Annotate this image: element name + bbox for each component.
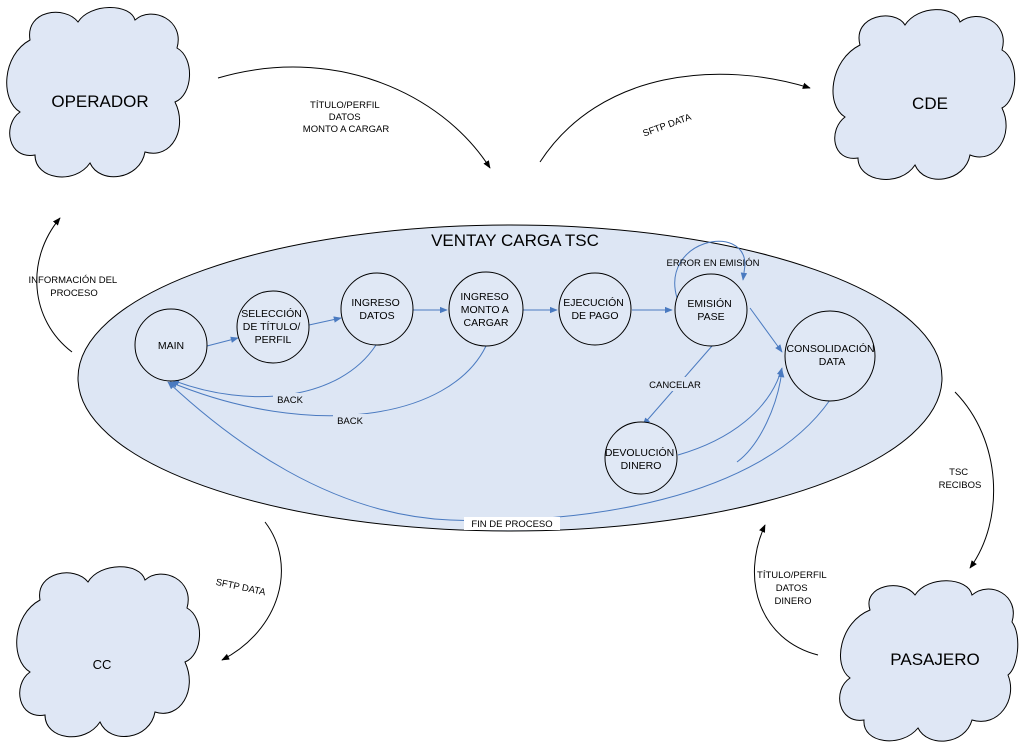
arrow-operador-to-process (217, 66, 491, 169)
cloud-cde: CDE (832, 9, 1016, 180)
arrow-process-to-cc (221, 521, 282, 661)
node-ingreso-monto: INGRESO MONTO A CARGAR (448, 271, 524, 347)
cloud-cc: CC (16, 566, 200, 738)
label-error-emision: ERROR EN EMISIÓN (667, 258, 760, 269)
svg-text:EJECUCIÓN DE PAGO: EJECUCIÓN DE PAGO (563, 296, 627, 322)
arrow-pasajero-to-process (753, 524, 819, 656)
label-process-to-pasajero: TSC RECIBOS (939, 467, 982, 491)
label-process-to-cc: SFTP DATA (215, 577, 268, 598)
svg-text:CONSOLIDACIÓN DATA: CONSOLIDACIÓN DATA (786, 342, 877, 368)
label-cancelar: CANCELAR (643, 377, 705, 391)
cloud-label-cc: CC (93, 657, 112, 672)
svg-text:INGRESO DATOS: INGRESO DATOS (351, 297, 402, 322)
arrow-fin-proceso (167, 381, 831, 522)
svg-text:MAIN: MAIN (158, 340, 184, 352)
label-back-1: BACK (273, 393, 307, 406)
svg-text:CANCELAR: CANCELAR (649, 380, 701, 391)
label-operador-to-process: TÍTULO/PERFIL DATOS MONTO A CARGAR (303, 100, 390, 135)
cloud-operador: OPERADOR (6, 7, 190, 178)
svg-text:INGRESO MONTO A CA: INGRESO MONTO A CARGAR (460, 291, 511, 329)
svg-text:BACK: BACK (277, 395, 304, 406)
node-ejecucion: EJECUCIÓN DE PAGO (558, 272, 632, 346)
process-title: VENTAY CARGA TSC (431, 231, 599, 250)
node-emision: EMISIÓN PASE (674, 273, 748, 347)
svg-text:FIN DE PROCESO: FIN DE PROCESO (471, 519, 552, 530)
node-consolidacion: CONSOLIDACIÓN DATA (784, 310, 877, 402)
label-process-to-cde: SFTP DATA (641, 112, 693, 140)
cloud-label-operador: OPERADOR (51, 92, 148, 111)
arrow-emision-to-consolidacion (749, 307, 783, 353)
arrow-seleccion-to-datos (308, 316, 342, 326)
arrow-back-monto (169, 345, 487, 417)
node-devolucion: DEVOLUCIÓN DINERO (604, 421, 678, 495)
arrow-process-to-operador (36, 217, 73, 353)
label-back-2: BACK (333, 414, 367, 427)
node-ingreso-datos: INGRESO DATOS (340, 272, 414, 346)
cloud-label-pasajero: PASAJERO (890, 650, 979, 669)
arrow-devolucion-to-consolidacion (677, 367, 784, 456)
arrow-emision-to-consolidacion-lower (736, 369, 785, 463)
svg-text:DEVOLUCIÓN DINERO: DEVOLUCIÓN DINERO (605, 446, 677, 472)
svg-text:SELECCIÓN DE TÍTULO/: SELECCIÓN DE TÍTULO/ PERFIL (241, 307, 305, 346)
arrow-process-to-cde (539, 73, 811, 163)
svg-text:BACK: BACK (337, 416, 364, 427)
cloud-label-cde: CDE (912, 94, 948, 113)
cloud-pasajero: PASAJERO (839, 580, 1019, 742)
node-seleccion: SELECCIÓN DE TÍTULO/ PERFIL (236, 290, 310, 364)
svg-text:EMISIÓN PASE: EMISIÓN PASE (687, 297, 734, 323)
label-pasajero-to-process: TÍTULO/PERFIL DATOS DINERO (757, 570, 829, 607)
arrow-main-to-seleccion (206, 336, 239, 347)
arrow-process-to-pasajero (954, 391, 995, 569)
arrow-error-loop (674, 240, 748, 299)
node-main: MAIN (134, 308, 208, 382)
label-process-to-operador: INFORMACIÓN DEL PROCESO (29, 275, 120, 299)
label-fin-proceso: FIN DE PROCESO (464, 517, 560, 530)
outer-arrows (36, 66, 995, 661)
